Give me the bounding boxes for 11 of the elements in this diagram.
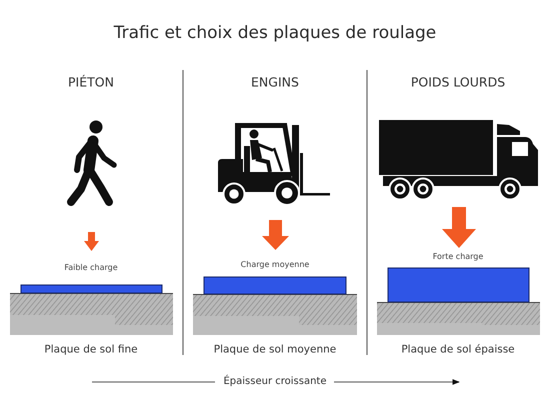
plate-caption: Plaque de sol épaisse bbox=[401, 344, 515, 356]
column-heading: ENGINS bbox=[251, 74, 299, 90]
load-label: Charge moyenne bbox=[240, 260, 310, 270]
plate-caption: Plaque de sol fine bbox=[44, 344, 138, 356]
axis-label: Épaisseur croissante bbox=[223, 376, 327, 388]
plate-caption: Plaque de sol moyenne bbox=[214, 344, 336, 356]
title: Trafic et choix des plaques de roulage bbox=[114, 22, 436, 44]
column-heading: PIÉTON bbox=[68, 74, 114, 90]
column-heading: POIDS LOURDS bbox=[410, 74, 506, 90]
load-label: Faible charge bbox=[64, 263, 118, 273]
load-label: Forte charge bbox=[432, 252, 484, 262]
